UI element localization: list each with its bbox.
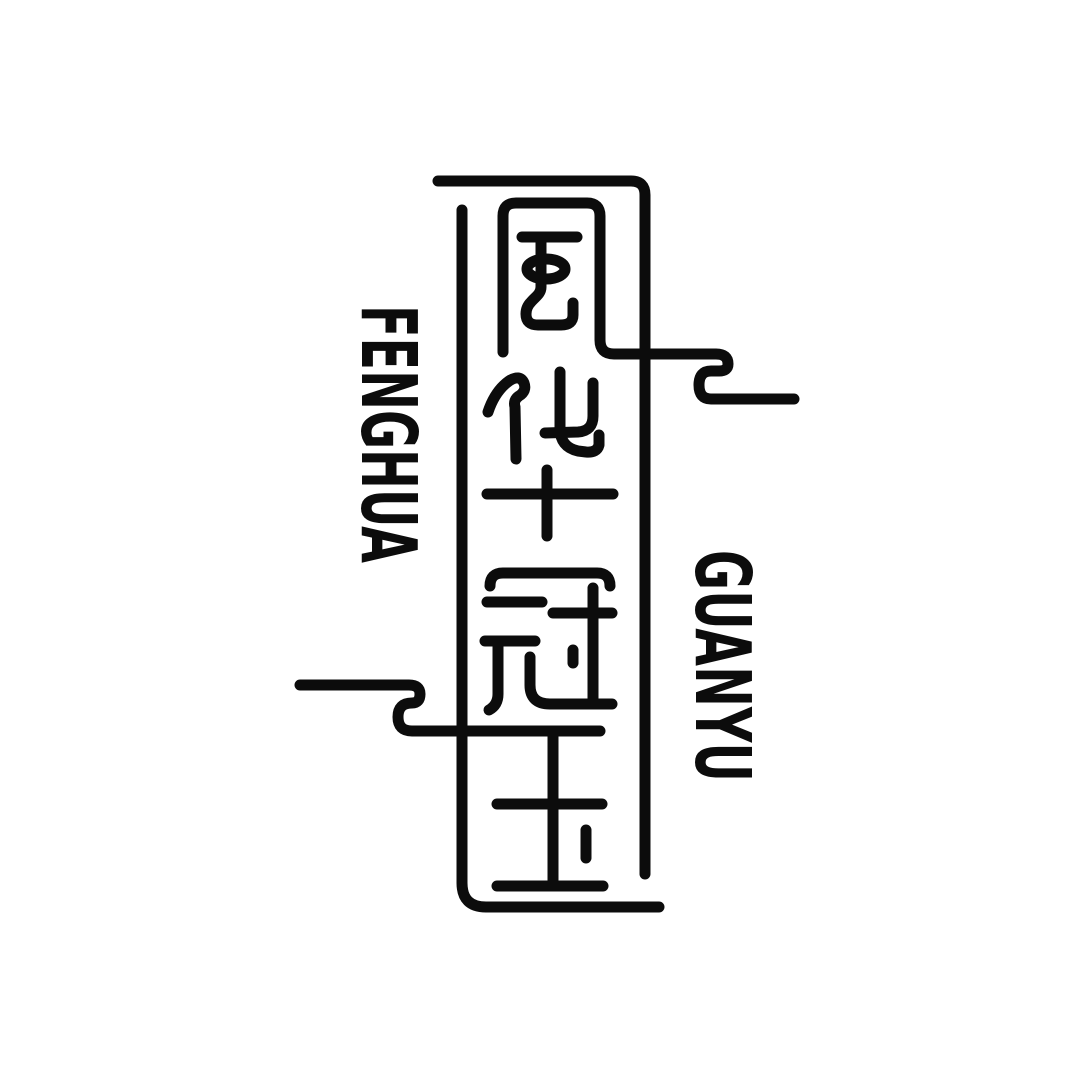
frame-top-right-line [432, 175, 651, 880]
hanzi-hua-glyph [481, 366, 619, 542]
wordmark-guanyu: GUANYU [677, 550, 766, 782]
logo-strokes [294, 175, 800, 913]
hanzi-feng-glyph [497, 197, 800, 405]
guan-right-leg-sweep [524, 651, 618, 710]
hanzi-yu-glyph [294, 679, 609, 892]
feng-inner-hook [520, 236, 579, 331]
feng-box-and-cloud-hook-top-right [497, 197, 800, 405]
cloud-hook-bottom-left-and-yu-top [294, 679, 606, 737]
guan-cover-cap [484, 567, 616, 592]
wordmark-fenghua: FENGHUA [343, 305, 432, 563]
hanzi-guan-glyph [479, 567, 618, 716]
seal-frame [432, 175, 665, 913]
frame-left-bottom-line [456, 204, 665, 913]
hua-left-curl-stroke [482, 372, 531, 465]
hua-right-hook-stroke [539, 377, 599, 439]
wordmarks: FENGHUA GUANYU [343, 305, 766, 782]
guan-left-leg [483, 640, 504, 716]
